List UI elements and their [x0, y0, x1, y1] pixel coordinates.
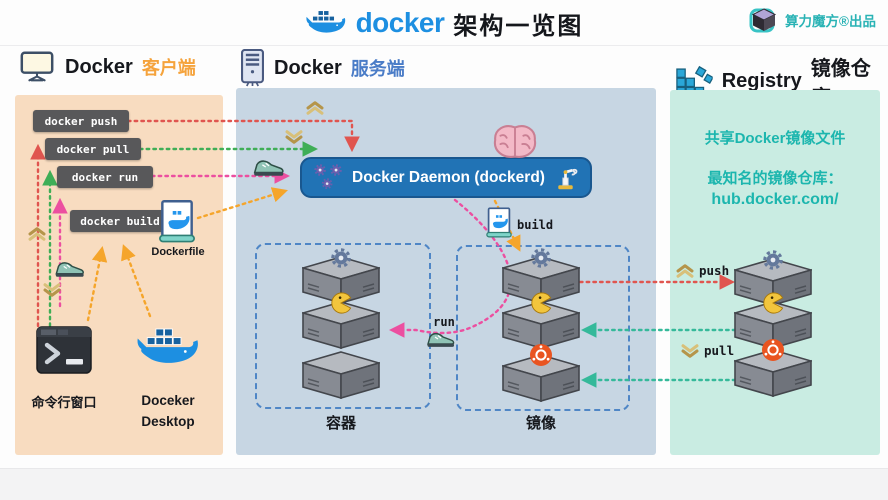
ubuntu-icon [761, 338, 785, 362]
pacman-icon [330, 292, 352, 314]
dockerfile-icon [158, 200, 196, 244]
push-label: push [699, 263, 730, 278]
docker-desktop-label-2: Desktop [141, 414, 195, 429]
registry-header-en: Registry [721, 69, 802, 92]
robot-arm-icon [552, 165, 579, 191]
run-label: run [433, 315, 455, 329]
page-title: docker 架构一览图 [0, 2, 888, 44]
sneaker-icon [54, 258, 86, 279]
chevron-down-icon [43, 283, 61, 297]
sneaker-icon [426, 329, 456, 349]
docker-daemon-box: Docker Daemon (dockerd) [300, 157, 592, 198]
pull-label: pull [704, 343, 735, 358]
sneaker-icon [252, 156, 286, 178]
laptop-icon [18, 50, 56, 84]
docker-desktop-label-1: Doceker [141, 393, 195, 408]
docker-push-command: docker push [33, 110, 129, 132]
server-icon [240, 49, 265, 87]
brand-label: 算力魔方®出品 [785, 14, 876, 29]
chevron-down-icon [285, 130, 303, 144]
container-box [302, 351, 380, 399]
header-divider [0, 45, 888, 46]
chevron-up-icon [676, 264, 694, 278]
daemon-label: Docker Daemon (dockerd) [352, 168, 545, 186]
pacman-icon [762, 292, 784, 314]
registry-hub-url: hub.docker.com/ [711, 191, 839, 208]
title-suffix: 架构一览图 [453, 12, 584, 40]
docker-pull-command: docker pull [45, 138, 141, 160]
brain-icon [490, 123, 540, 161]
dockerfile-label: Dockerfile [151, 246, 205, 258]
images-label: 镜像 [525, 415, 556, 432]
server-header-cn: 服务端 [350, 59, 405, 79]
docker-whale-logo-icon [305, 8, 347, 38]
server-section-header: Docker 服务端 [240, 49, 405, 87]
containers-label: 容器 [325, 415, 356, 432]
title-docker-wordmark: docker [355, 7, 445, 38]
registry-famous-text: 最知名的镜像仓库： [707, 170, 843, 187]
docker-build-command: docker build [70, 210, 170, 232]
gear-icon [529, 246, 553, 270]
pacman-icon [530, 292, 552, 314]
registry-share-text: 共享Docker镜像文件 [704, 130, 846, 147]
gear-icon [329, 246, 353, 270]
gears-icon [314, 163, 342, 189]
server-header-en: Docker [274, 56, 342, 79]
docker-desktop-whale-icon [136, 320, 200, 376]
bottom-strip [0, 468, 888, 500]
cube-logo-icon [749, 6, 779, 34]
client-section-header: Docker 客户端 [18, 50, 196, 84]
build-label: build [517, 218, 554, 232]
ubuntu-icon [529, 343, 553, 367]
chevron-up-icon [28, 227, 46, 241]
docker-run-command: docker run [57, 166, 153, 188]
terminal-icon [36, 326, 92, 374]
gear-icon [761, 248, 785, 272]
chevron-up-icon [306, 101, 324, 115]
brand-badge: 算力魔方®出品 [749, 6, 876, 34]
client-header-en: Docker [65, 55, 133, 78]
dockerfile-build-icon [486, 207, 512, 239]
terminal-label: 命令行窗口 [31, 395, 97, 410]
client-header-cn: 客户端 [141, 58, 196, 78]
chevron-down-icon [681, 344, 699, 358]
